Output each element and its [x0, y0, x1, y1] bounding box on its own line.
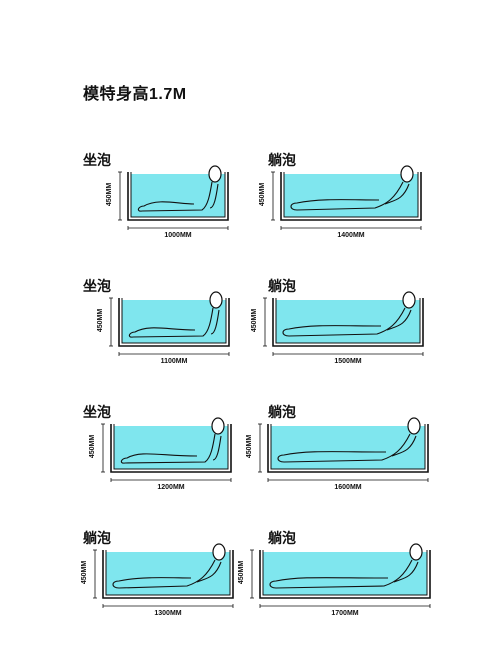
bathtub-illustration	[258, 417, 429, 482]
person-head	[402, 291, 416, 309]
length-label: 1700MM	[331, 610, 359, 617]
length-label: 1400MM	[337, 232, 365, 239]
bathtub-illustration	[271, 165, 422, 230]
tub-panel: 坐泡 450MM 1200MM	[83, 402, 253, 522]
tub-panel: 躺泡 450MM 1400MM	[259, 150, 438, 270]
tub-outer-outline	[267, 424, 429, 473]
pose-label: 坐泡	[83, 278, 111, 294]
tub-panel: 坐泡 450MM 1000MM	[83, 150, 253, 270]
water-fill	[106, 552, 230, 595]
water-fill	[122, 300, 226, 343]
length-label: 1100MM	[160, 358, 188, 365]
tub-inner-outline	[270, 424, 426, 470]
tub-inner-outline	[262, 550, 428, 596]
tub-outer-outline	[259, 550, 431, 599]
tub-inner-outline	[275, 298, 421, 344]
pose-label: 坐泡	[83, 152, 111, 168]
tub-panel: 躺泡 450MM 1700MM	[238, 528, 438, 648]
pose-label: 躺泡	[268, 404, 296, 420]
tub-outer-outline	[127, 172, 229, 221]
person-head	[400, 165, 414, 183]
tub-outer-outline	[272, 298, 424, 347]
length-label: 1500MM	[334, 358, 362, 365]
pose-label: 坐泡	[83, 404, 111, 420]
bathtub-illustration	[118, 165, 229, 230]
water-fill	[284, 174, 418, 217]
height-label: 450MM	[89, 434, 97, 459]
water-fill	[114, 426, 228, 469]
person-head	[209, 291, 223, 309]
person-figure	[277, 433, 417, 463]
tub-panel: 躺泡 450MM 1600MM	[246, 402, 438, 522]
height-label: 450MM	[97, 308, 105, 333]
height-label: 450MM	[81, 560, 89, 585]
person-figure	[128, 307, 220, 338]
water-fill	[263, 552, 427, 595]
tub-inner-outline	[113, 424, 229, 470]
person-head	[407, 417, 421, 435]
height-label: 450MM	[238, 560, 246, 585]
tub-panel: 躺泡 450MM 1300MM	[81, 528, 253, 648]
tub-outer-outline	[280, 172, 422, 221]
tub-inner-outline	[283, 172, 419, 218]
water-fill	[276, 300, 420, 343]
page-title: 模特身高1.7M	[83, 86, 187, 103]
height-label: 450MM	[251, 308, 259, 333]
height-label: 450MM	[259, 182, 267, 207]
pose-label: 躺泡	[268, 152, 296, 168]
person-figure	[120, 433, 222, 464]
person-head	[409, 543, 423, 561]
height-label: 450MM	[106, 182, 114, 207]
person-figure	[112, 559, 222, 589]
pose-label: 躺泡	[268, 278, 296, 294]
pose-label: 躺泡	[83, 530, 111, 546]
person-head	[212, 543, 226, 561]
bathtub-illustration	[101, 417, 232, 482]
bathtub-illustration	[93, 543, 234, 608]
bathtub-illustration	[109, 291, 230, 356]
tub-inner-outline	[105, 550, 231, 596]
length-label: 1600MM	[334, 484, 362, 491]
tub-inner-outline	[121, 298, 227, 344]
tub-outer-outline	[118, 298, 230, 347]
person-head	[208, 165, 222, 183]
bathtub-illustration	[263, 291, 424, 356]
person-figure	[269, 559, 419, 589]
tub-outer-outline	[110, 424, 232, 473]
length-label: 1000MM	[164, 232, 192, 239]
bathtub-illustration	[250, 543, 431, 608]
height-label: 450MM	[246, 434, 254, 459]
pose-label: 躺泡	[268, 530, 296, 546]
tub-inner-outline	[130, 172, 226, 218]
person-head	[211, 417, 225, 435]
tub-panel: 坐泡 450MM 1100MM	[83, 276, 253, 396]
tub-panel: 躺泡 450MM 1500MM	[251, 276, 438, 396]
person-figure	[282, 307, 412, 337]
length-label: 1300MM	[154, 610, 182, 617]
person-figure	[290, 181, 410, 211]
tub-outer-outline	[102, 550, 234, 599]
length-label: 1200MM	[157, 484, 185, 491]
person-figure	[137, 181, 219, 212]
